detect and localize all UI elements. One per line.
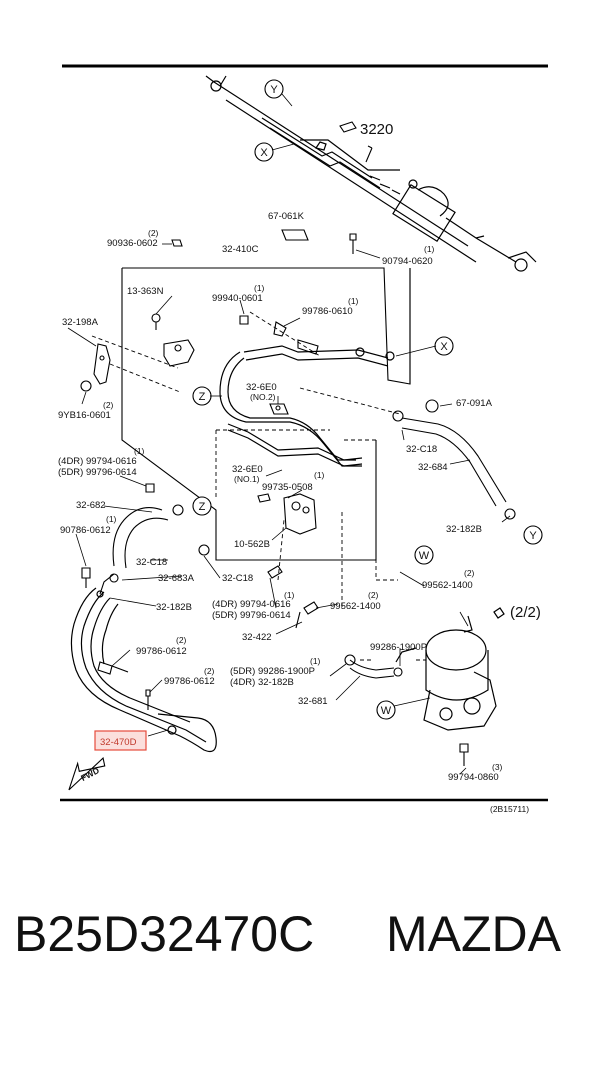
- label-4dr-32-182b: (4DR) 32-182B: [230, 677, 294, 688]
- label-99786-0612-a-qty: (2): [176, 635, 187, 645]
- label-99735: 99735-0508: [262, 482, 313, 493]
- fwd-arrow-icon: FWD: [68, 757, 106, 791]
- bracket-32-6e0-no2: [269, 403, 289, 415]
- label-32-683a: 32-683A: [158, 573, 195, 584]
- assembly-outline: [121, 267, 411, 561]
- label-99786-0610: 99786-0610: [302, 306, 353, 317]
- pump-assembly: [395, 607, 505, 731]
- label-4dr-b-qty: (1): [284, 590, 295, 600]
- label-99562-1400-a: 99562-1400: [422, 580, 473, 591]
- label-90794-0620: 90794-0620: [382, 256, 433, 267]
- bracket-3220: [339, 121, 373, 163]
- label-5dr-99286: (5DR) 99286-1900P: [230, 666, 315, 677]
- label-90936: 90936-0602: [107, 238, 158, 249]
- label-67-091a: 67-091A: [456, 398, 493, 409]
- return-hose-32-684: [392, 399, 516, 520]
- dashed-leaders: [91, 311, 426, 661]
- label-32-684: 32-684: [418, 462, 448, 473]
- label-99940-qty: (1): [254, 283, 265, 293]
- callout-z-mid: Z: [192, 386, 212, 406]
- callout-w-pump: W: [376, 700, 396, 720]
- label-32-6e0-no1: 32-6E0: [232, 464, 263, 475]
- label-99786-0612-b: 99786-0612: [164, 676, 215, 687]
- label-32-410c: 32-410C: [222, 244, 259, 255]
- label-5dr-99796-0614-a: (5DR) 99796-0614: [58, 467, 137, 478]
- label-99940: 99940-0601: [212, 293, 263, 304]
- bracket-13-363n: [151, 313, 195, 367]
- label-99286: 99286-1900P: [370, 642, 427, 653]
- label-32-c18-a: 32-C18: [406, 444, 437, 455]
- label-32-182b-a: 32-182B: [446, 524, 482, 535]
- pipe-32-470d: [70, 587, 217, 753]
- label-4dr-a-qty: (1): [134, 446, 145, 456]
- label-4dr-99794-0616-b: (4DR) 99794-0616: [212, 599, 291, 610]
- label-page-2-2: (2/2): [510, 604, 541, 621]
- label-90794-0620-qty: (1): [424, 244, 435, 254]
- highlight-box: [94, 730, 147, 751]
- label-32-6e0-no2-sub: (NO.2): [250, 392, 276, 402]
- diagram-ref-code: (2B15711): [490, 804, 529, 814]
- label-99786-0610-qty: (1): [348, 296, 359, 306]
- svg-text:W: W: [419, 550, 430, 562]
- label-99794-0860-qty: (3): [492, 762, 503, 772]
- label-32-422: 32-422: [242, 632, 272, 643]
- label-13-363n: 13-363N: [127, 286, 164, 297]
- label-32-6e0-no2: 32-6E0: [246, 382, 277, 393]
- callout-z-lower: Z: [192, 496, 212, 516]
- label-9yb16-qty: (2): [103, 400, 114, 410]
- label-90936-qty: (2): [148, 228, 159, 238]
- svg-text:X: X: [260, 147, 268, 159]
- label-32-470d: 32-470D: [100, 737, 137, 748]
- label-99786-0612-b-qty: (2): [204, 666, 215, 676]
- callout-x-top: X: [254, 142, 274, 162]
- leader-lines: [67, 93, 511, 775]
- label-32-c18-b: 32-C18: [136, 557, 167, 568]
- svg-text:X: X: [440, 341, 448, 353]
- parts-diagram: Y X X Z Z Y W W: [58, 64, 548, 814]
- label-5dr-99286-qty: (1): [310, 656, 321, 666]
- steering-rack-drawing: [205, 75, 537, 272]
- bracket-10-562b: [257, 493, 317, 535]
- label-32-198a: 32-198A: [62, 317, 99, 328]
- bracket-32-198a: [80, 343, 111, 392]
- label-32-682: 32-682: [76, 500, 106, 511]
- svg-text:Z: Z: [199, 501, 206, 513]
- label-32-681: 32-681: [298, 696, 328, 707]
- hose-32-681: [344, 654, 403, 679]
- label-10-562b: 10-562B: [234, 539, 270, 550]
- label-90786-qty: (1): [106, 514, 117, 524]
- caption: B25D32470C MAZDA: [0, 905, 600, 975]
- label-99562-1400-a-qty: (2): [464, 568, 475, 578]
- label-99562-1400-b: 99562-1400: [330, 601, 381, 612]
- label-4dr-99794-0616-a: (4DR) 99794-0616: [58, 456, 137, 467]
- svg-text:FWD: FWD: [79, 765, 101, 783]
- svg-text:Y: Y: [529, 530, 537, 542]
- label-32-182b-b: 32-182B: [156, 602, 192, 613]
- label-99786-0612-a: 99786-0612: [136, 646, 187, 657]
- hose-32-682: [99, 504, 210, 595]
- label-99562-1400-b-qty: (2): [368, 590, 379, 600]
- label-9yb16: 9YB16-0601: [58, 410, 111, 421]
- callout-w-right: W: [414, 545, 434, 565]
- svg-text:W: W: [381, 705, 392, 717]
- label-67-061k: 67-061K: [268, 211, 305, 222]
- label-3220: 3220: [360, 121, 393, 138]
- label-90786: 90786-0612: [60, 525, 111, 536]
- callout-y-right: Y: [523, 525, 543, 545]
- part-number: B25D32470C: [14, 906, 315, 962]
- brand-name: MAZDA: [386, 906, 561, 962]
- callout-x-mid: X: [434, 336, 454, 356]
- label-32-6e0-no1-sub: (NO.1): [234, 474, 260, 484]
- label-32-c18-c: 32-C18: [222, 573, 253, 584]
- callout-y-top: Y: [264, 79, 284, 99]
- label-99735-qty: (1): [314, 470, 325, 480]
- label-99794-0860: 99794-0860: [448, 772, 499, 783]
- label-5dr-99796-0614-b: (5DR) 99796-0614: [212, 610, 291, 621]
- pressure-pipe: [219, 345, 395, 467]
- svg-text:Z: Z: [199, 391, 206, 403]
- svg-text:Y: Y: [270, 84, 278, 96]
- plate-67-061k: [281, 229, 309, 241]
